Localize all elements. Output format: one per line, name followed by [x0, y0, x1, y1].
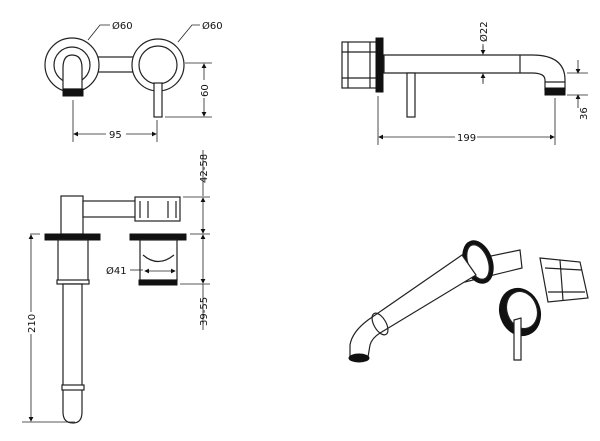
- front-view: Ø60 Ø60 95 60: [44, 20, 223, 142]
- isometric-view: [348, 240, 589, 363]
- spout-length-dimension: 210: [27, 314, 38, 333]
- projection-dimension: 199: [457, 133, 476, 144]
- spacing-dimension: 95: [109, 130, 122, 141]
- lever-height-dimension: 60: [200, 84, 211, 97]
- spout-drop-dimension: 36: [579, 107, 590, 120]
- wall-depth-upper-dimension: 42-58: [199, 154, 210, 183]
- wall-depth-lower-dimension: 39-55: [199, 297, 210, 326]
- side-view: Ø22 199 36: [341, 21, 590, 145]
- body-diameter-label: Ø41: [106, 265, 127, 277]
- top-view: Ø41 42-58 39-55 210: [22, 150, 210, 424]
- diameter-label-left: Ø60: [112, 20, 133, 32]
- diameter-label-right: Ø60: [202, 20, 223, 32]
- pipe-diameter-label: Ø22: [478, 21, 490, 42]
